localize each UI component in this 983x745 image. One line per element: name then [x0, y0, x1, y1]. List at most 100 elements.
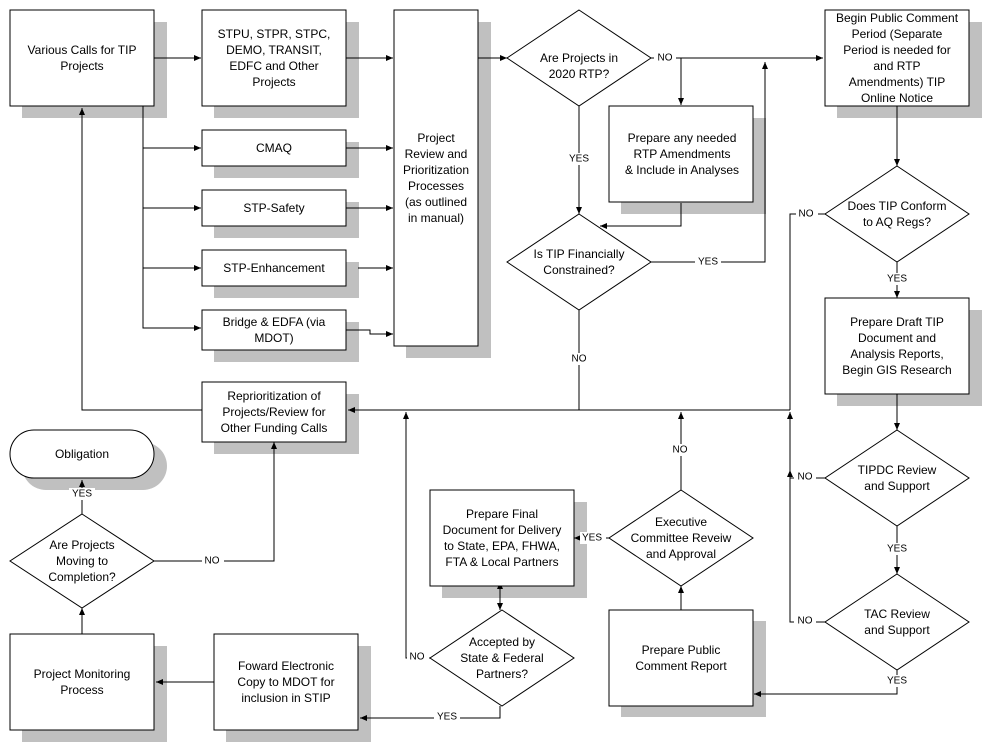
node-tipdc[interactable]: TIPDC Review and Support: [824, 429, 970, 527]
node-label-line: Various Calls for TIP: [28, 43, 137, 57]
label-rtp-no: NO: [658, 53, 673, 64]
node-label-line: CMAQ: [256, 141, 292, 155]
node-label-line: EDFC and Other: [229, 59, 318, 73]
label-fin-no: NO: [572, 354, 587, 365]
label-rtp-yes: YES: [569, 154, 589, 165]
node-label-line: Bridge & EDFA (via: [223, 315, 326, 329]
label-tac-yes: YES: [887, 676, 907, 687]
node-label-line: Other Funding Calls: [221, 421, 328, 435]
node-label-line: Process: [60, 683, 103, 697]
node-label-line: Completion?: [48, 570, 116, 584]
node-label-line: & Include in Analyses: [625, 163, 739, 177]
node-label-line: Executive: [655, 515, 707, 529]
node-label-line: 2020 RTP?: [549, 67, 610, 81]
edges: [79, 55, 900, 721]
node-label-line: TAC Review: [864, 607, 930, 621]
node-stp-safety[interactable]: STP-Safety: [201, 189, 347, 227]
nodes: Various Calls for TIP Projects STPU, STPR…: [9, 9, 970, 731]
node-label-line: Project: [417, 131, 455, 145]
node-label-line: STP-Safety: [243, 201, 304, 215]
node-label-line: Does TIP Conform: [848, 199, 947, 213]
node-label-line: and Support: [864, 623, 930, 637]
node-label-line: Constrained?: [543, 263, 615, 277]
node-label-line: Online Notice: [861, 91, 933, 105]
node-label-line: (as outlined: [405, 195, 467, 209]
label-moving-yes: YES: [72, 489, 92, 500]
node-label-line: Is TIP Financially: [534, 247, 625, 261]
node-label-line: Copy to MDOT for: [237, 675, 334, 689]
node-label-line: Projects: [252, 75, 295, 89]
node-stpu[interactable]: STPU, STPR, STPC, DEMO, TRANSIT, EDFC and …: [201, 9, 347, 107]
node-label-line: Moving to: [56, 554, 108, 568]
node-label-line: Partners?: [476, 667, 528, 681]
node-label-line: Accepted by: [469, 635, 535, 649]
label-exec-yes: YES: [582, 533, 602, 544]
label-fin-yes: YES: [698, 257, 718, 268]
node-label-line: Projects: [60, 59, 103, 73]
node-label-line: Amendments) TIP: [849, 75, 945, 89]
node-tac[interactable]: TAC Review and Support: [824, 573, 970, 671]
node-label-line: Document for Delivery: [443, 523, 562, 537]
node-label-line: Document and: [858, 331, 936, 345]
node-label-line: Comment Report: [635, 659, 727, 673]
node-label-line: State & Federal: [460, 651, 543, 665]
node-label-line: and RTP: [873, 59, 920, 73]
node-label-line: and Approval: [646, 547, 716, 561]
node-label-line: STPU, STPR, STPC,: [218, 27, 331, 41]
node-aq-decision[interactable]: Does TIP Conform to AQ Regs?: [824, 165, 970, 263]
node-label-line: Are Projects in: [540, 51, 618, 65]
node-obligation[interactable]: Obligation: [9, 429, 155, 479]
node-label-line: Period is needed for: [843, 43, 950, 57]
node-label-line: Prepare Final: [466, 507, 538, 521]
node-label-line: FTA & Local Partners: [445, 555, 558, 569]
label-aq-no: NO: [799, 209, 814, 220]
node-label-line: Projects/Review for: [222, 405, 325, 419]
node-label-line: Begin GIS Research: [842, 363, 951, 377]
node-cmaq[interactable]: CMAQ: [201, 129, 347, 167]
node-label-line: Period (Separate: [852, 27, 943, 41]
node-label-line: Prepare Draft TIP: [850, 315, 944, 329]
node-label-line: to AQ Regs?: [863, 215, 931, 229]
node-label-line: Begin Public Comment: [836, 11, 959, 25]
node-label-line: Reprioritization of: [227, 389, 321, 403]
node-various-calls[interactable]: Various Calls for TIP Projects: [9, 9, 155, 107]
node-label-line: to State, EPA, FHWA,: [444, 539, 560, 553]
node-label-line: Foward Electronic: [238, 659, 334, 673]
label-exec-no: NO: [673, 445, 688, 456]
edge-calls-branch: [142, 106, 201, 329]
edge-labels: NO YES YES NO NO YES NO YES NO YES YES N…: [69, 52, 910, 723]
node-label-line: Project Monitoring: [34, 667, 131, 681]
node-label-line: Processes: [408, 179, 464, 193]
node-label-line: Committee Reveiw: [631, 531, 732, 545]
node-label-line: and Support: [864, 479, 930, 493]
node-label-line: Prepare any needed: [628, 131, 737, 145]
node-label-line: Prepare Public: [642, 643, 721, 657]
node-label-line: DEMO, TRANSIT,: [226, 43, 322, 57]
node-reprioritization[interactable]: Reprioritization of Projects/Review forOt…: [201, 381, 347, 443]
node-label-line: Prioritization: [403, 163, 469, 177]
node-rtp-decision[interactable]: Are Projects in 2020 RTP?: [506, 9, 652, 107]
label-tipdc-yes: YES: [887, 544, 907, 555]
node-label-line: RTP Amendments: [634, 147, 731, 161]
node-label-line: Analysis Reports,: [850, 347, 943, 361]
label-aq-yes: YES: [887, 274, 907, 285]
node-label-line: Obligation: [55, 447, 109, 461]
node-stp-enhancement[interactable]: STP-Enhancement: [201, 249, 347, 287]
label-tipdc-no: NO: [798, 472, 813, 483]
node-label-line: MDOT): [254, 331, 293, 345]
node-label-line: TIPDC Review: [858, 463, 937, 477]
